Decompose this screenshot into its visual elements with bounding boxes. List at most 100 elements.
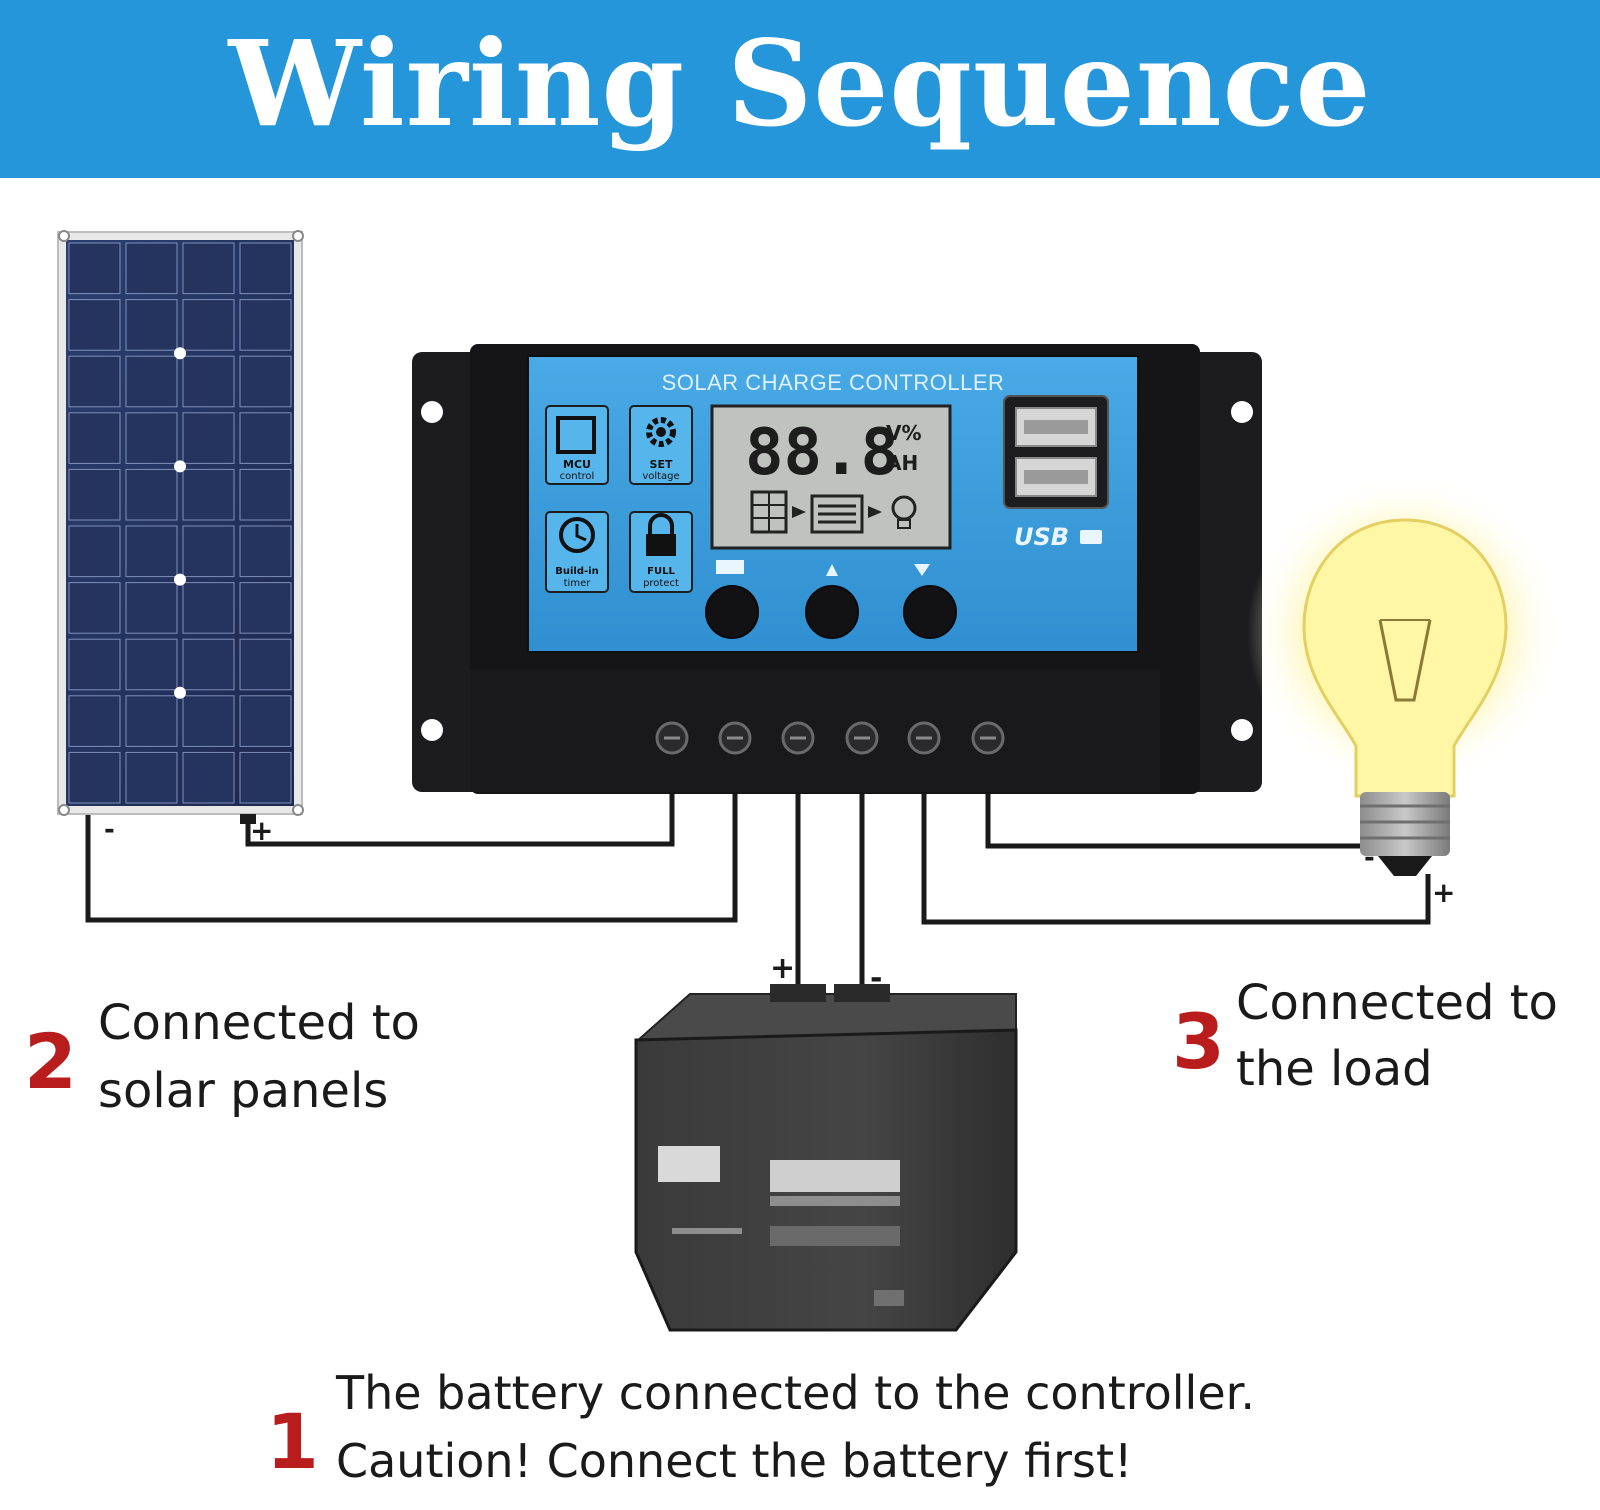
panel-joint	[174, 347, 186, 360]
solar-cell	[125, 582, 178, 634]
feature-timer-line1: Build-in	[555, 566, 598, 577]
feature-mcu-line1: MCU	[563, 458, 591, 471]
feature-mcu-line2: control	[560, 471, 595, 482]
wire-panel-plus	[245, 792, 675, 847]
solar-cell	[182, 299, 235, 351]
solar-cell	[125, 525, 178, 578]
terminal-screws	[655, 721, 1005, 755]
mount-hole	[421, 719, 443, 741]
solar-cell	[182, 525, 235, 578]
panel-plus-label: +	[250, 814, 273, 847]
usb-icon	[1080, 530, 1102, 544]
step-2-line-1: Connected to	[98, 995, 420, 1051]
wire-panel-minus	[85, 792, 738, 923]
step-1-number: 1	[266, 1397, 319, 1486]
solar-cell	[239, 695, 292, 747]
solar-cell	[239, 751, 292, 804]
bulb-filament	[1378, 619, 1432, 702]
solar-cell	[68, 299, 121, 351]
solar-cell	[68, 242, 121, 295]
step-1-line-2: Caution! Connect the battery first!	[336, 1434, 1133, 1488]
menu-button	[705, 585, 759, 639]
wiring-diagram: - +	[57, 230, 1563, 1332]
solar-cell	[68, 412, 121, 464]
mount-hole	[1231, 401, 1253, 423]
clock-icon	[559, 517, 595, 553]
battery-label-plate	[770, 1160, 900, 1192]
battery-minus-label: -	[870, 961, 882, 996]
solar-cell	[125, 355, 178, 408]
charge-controller	[412, 344, 1262, 794]
solar-cell	[125, 412, 178, 464]
down-button	[903, 585, 957, 639]
solar-cell	[125, 695, 178, 747]
down-arrow-icon	[914, 564, 930, 576]
solar-cell	[68, 638, 121, 691]
solar-cell	[125, 299, 178, 351]
menu-key-icon	[716, 560, 744, 574]
solar-cells	[68, 242, 292, 804]
bulb-base	[1360, 792, 1450, 856]
panel-joint	[174, 573, 186, 586]
solar-cell	[182, 638, 235, 691]
solar-cell	[239, 582, 292, 634]
step-1-line-1: The battery connected to the controller.	[336, 1366, 1255, 1420]
solar-cell	[68, 582, 121, 634]
solar-cell	[239, 468, 292, 521]
solar-cell	[68, 751, 121, 804]
lcd-digits: 88.8	[745, 416, 899, 490]
solar-cell	[125, 242, 178, 295]
solar-cell	[182, 751, 235, 804]
solar-cell	[68, 695, 121, 747]
panel-minus-label: -	[104, 815, 115, 845]
wires	[85, 792, 1431, 984]
solar-cell	[182, 412, 235, 464]
solar-cell	[182, 468, 235, 521]
solar-cell	[125, 751, 178, 804]
lcd-unit-top: V%	[886, 421, 922, 445]
solar-cell	[68, 468, 121, 521]
lcd-unit-bottom: AH	[886, 451, 918, 475]
step-2-number: 2	[24, 1017, 77, 1106]
solar-cell	[182, 695, 235, 747]
feature-timer-line2: timer	[564, 578, 592, 589]
mount-hole	[1231, 719, 1253, 741]
step-3-line-2: the load	[1236, 1041, 1433, 1097]
controller-label: SOLAR CHARGE CONTROLLER	[662, 370, 1005, 395]
battery	[634, 984, 1018, 1332]
lock-icon	[648, 513, 674, 534]
solar-cell	[239, 242, 292, 295]
load-plus-label: +	[1432, 876, 1455, 909]
light-bulb	[1247, 474, 1563, 876]
step-3-number: 3	[1172, 997, 1225, 1086]
battery-plus-label: +	[770, 951, 795, 986]
mount-hole	[421, 401, 443, 423]
header-banner: Wiring Sequence	[0, 0, 1600, 178]
solar-cell	[239, 412, 292, 464]
wire-load-plus	[921, 792, 1431, 925]
usb-label: USB	[1014, 523, 1069, 551]
battery-brand-badge	[658, 1146, 720, 1182]
solar-cell	[239, 525, 292, 578]
feature-set-line1: SET	[650, 458, 673, 471]
solar-cell	[239, 355, 292, 408]
up-button	[805, 585, 859, 639]
up-arrow-icon	[826, 564, 838, 576]
page-title: Wiring Sequence	[228, 14, 1372, 153]
solar-cell	[68, 355, 121, 408]
load-minus-label: -	[1364, 843, 1375, 873]
feature-set-line2: voltage	[642, 471, 679, 482]
solar-cell	[182, 582, 235, 634]
feature-protect-line2: protect	[643, 578, 679, 589]
solar-cell	[239, 299, 292, 351]
step-2-line-2: solar panels	[98, 1063, 389, 1119]
terminal-block	[470, 670, 1160, 792]
solar-cell	[182, 242, 235, 295]
solar-cell	[182, 355, 235, 408]
solar-cell	[68, 525, 121, 578]
solar-cell	[125, 638, 178, 691]
solar-cell	[125, 468, 178, 521]
feature-protect-line1: FULL	[647, 566, 675, 577]
solar-panel	[57, 230, 304, 824]
panel-joint	[174, 460, 186, 473]
